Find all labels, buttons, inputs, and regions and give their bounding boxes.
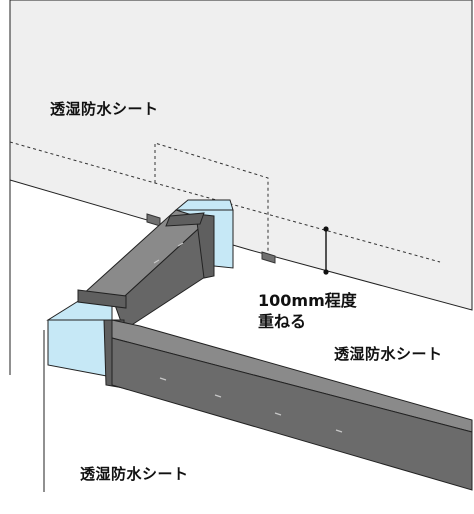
tape-wrap-elbow-1 xyxy=(77,289,127,309)
seam-dash-5 xyxy=(274,412,282,416)
tape-wrap-riser-2 xyxy=(165,212,205,227)
label-overlap-line1: 100mm程度 xyxy=(258,291,357,310)
elbow-front-face xyxy=(47,319,113,378)
seam-dash-6 xyxy=(335,429,343,433)
dimension-dot-top xyxy=(323,226,329,232)
tape-wrap-riser-1 xyxy=(195,213,215,279)
upper-waterproof-sheet xyxy=(9,0,473,311)
dimension-dot-bottom xyxy=(323,269,329,275)
label-overlap-note: 100mm程度 重ねる xyxy=(258,290,357,332)
label-sheet-bottom: 透湿防水シート xyxy=(80,465,189,483)
seam-dash-2 xyxy=(177,242,184,247)
long-duct-face xyxy=(111,337,473,491)
label-overlap-line2: 重ねる xyxy=(258,312,307,331)
long-duct-top xyxy=(111,319,473,433)
seam-dash-1 xyxy=(153,259,160,264)
label-sheet-top: 透湿防水シート xyxy=(50,100,159,118)
seam-dash-3 xyxy=(159,377,167,381)
label-sheet-right: 透湿防水シート xyxy=(334,345,443,363)
seam-dash-4 xyxy=(214,394,222,398)
tape-tab-right xyxy=(261,251,276,264)
overlap-dashed-box xyxy=(154,142,269,255)
